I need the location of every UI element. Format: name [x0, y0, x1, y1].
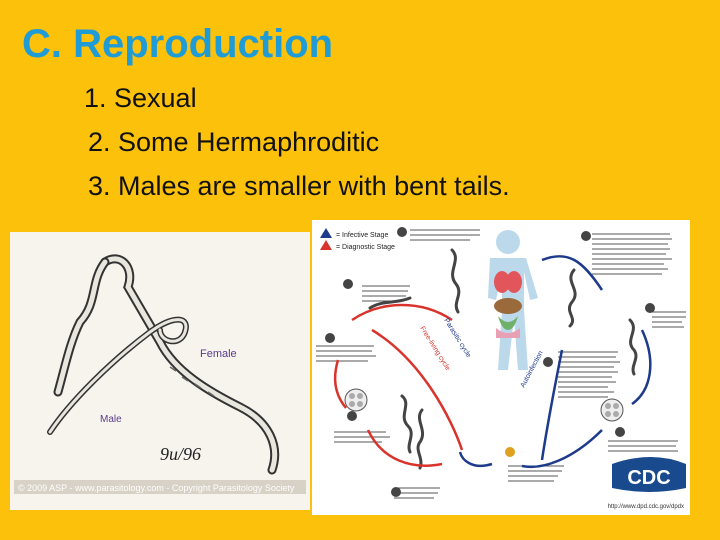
- larva-icons: [368, 248, 638, 470]
- bullet-item-1: 1. Sexual: [84, 83, 197, 113]
- worm-drawing-figure: Female Male 9u/96 © 2009 ASP - www.paras…: [10, 232, 310, 510]
- human-body-figure: [488, 230, 538, 370]
- legend-diagnostic: = Diagnostic Stage: [336, 244, 395, 251]
- bullet-item-2: 2. Some Hermaphroditic: [88, 127, 380, 157]
- cdc-logo-text: CDC: [627, 467, 670, 489]
- male-label: Male: [100, 414, 122, 425]
- life-cycle-svg: = Infective Stage = Diagnostic Stage: [312, 220, 690, 515]
- cdc-logo: CDC: [612, 457, 686, 492]
- bullet-item-3: 3. Males are smaller with bent tails.: [88, 171, 510, 201]
- legend-infective: = Infective Stage: [336, 232, 388, 239]
- parasitic-cycle-arrows: [458, 255, 652, 469]
- egg-icons: [344, 388, 624, 422]
- infective-stage-icon: [320, 228, 332, 238]
- diagnostic-stage-icon: [320, 240, 332, 250]
- cdc-url: http://www.dpd.cdc.gov/dpdx: [608, 504, 684, 510]
- free-living-cycle-arrows: [334, 303, 464, 467]
- worm-drawing-svg: Female Male 9u/96 © 2009 ASP - www.paras…: [10, 232, 310, 510]
- date-note: 9u/96: [160, 444, 201, 464]
- image-credit: © 2009 ASP - www.parasitology.com - Copy…: [18, 483, 295, 493]
- female-label: Female: [200, 348, 237, 360]
- life-cycle-diagram: = Infective Stage = Diagnostic Stage: [312, 220, 690, 515]
- legend: = Infective Stage = Diagnostic Stage: [320, 228, 395, 251]
- step-number-badges: [325, 227, 655, 497]
- slide-title: C. Reproduction: [22, 22, 334, 66]
